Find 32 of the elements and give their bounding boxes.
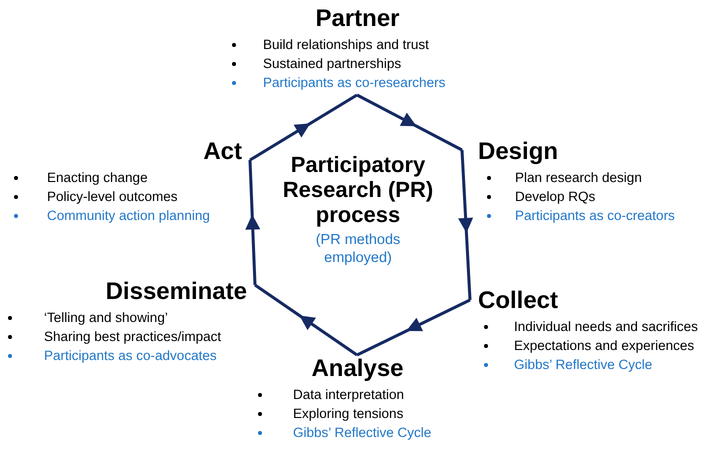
stage-heading: Disseminate	[106, 278, 247, 306]
bullet-text: Plan research design	[515, 170, 642, 185]
bullet-text: Participants as co-researchers	[263, 75, 446, 90]
bullet-text: Build relationships and trust	[263, 37, 429, 52]
arrow	[458, 150, 474, 300]
bullet-text: Expectations and experiences	[514, 338, 694, 353]
bullet-text: Exploring tensions	[293, 406, 404, 421]
bullet-text: Sharing best practices/impact	[44, 329, 222, 344]
bullet-text: Enacting change	[47, 170, 148, 185]
bullet-text: Policy-level outcomes	[47, 189, 178, 204]
bullet-text: Sustained partnerships	[263, 56, 402, 71]
arrow	[356, 94, 463, 152]
stage-heading: Analyse	[311, 355, 404, 383]
stage-heading: Partner	[315, 5, 400, 33]
bullet-text: Individual needs and sacrifices	[514, 319, 698, 334]
bullet-text: Participants as co-advocates	[44, 348, 217, 363]
stage-heading: Collect	[478, 287, 558, 315]
center-subtitle: (PR methods employed)	[314, 231, 402, 267]
arrow	[254, 284, 358, 356]
bullet-text: Gibbs’ Reflective Cycle	[293, 425, 432, 440]
arrow	[249, 94, 358, 162]
bullet-text: Participants as co-creators	[515, 208, 675, 223]
bullet-text: Gibbs’ Reflective Cycle	[514, 357, 652, 372]
stage-heading: Act	[203, 138, 242, 166]
arrow	[356, 298, 471, 356]
bullet-text: Data interpretation	[293, 387, 404, 402]
center-title: Participatory Research (PR) process	[282, 152, 434, 227]
arrow	[245, 160, 260, 286]
stage-heading: Design	[478, 138, 558, 166]
bullet-text: Develop RQs	[515, 189, 596, 204]
bullet-text: ‘Telling and showing’	[44, 310, 168, 325]
bullet-text: Community action planning	[47, 208, 210, 223]
